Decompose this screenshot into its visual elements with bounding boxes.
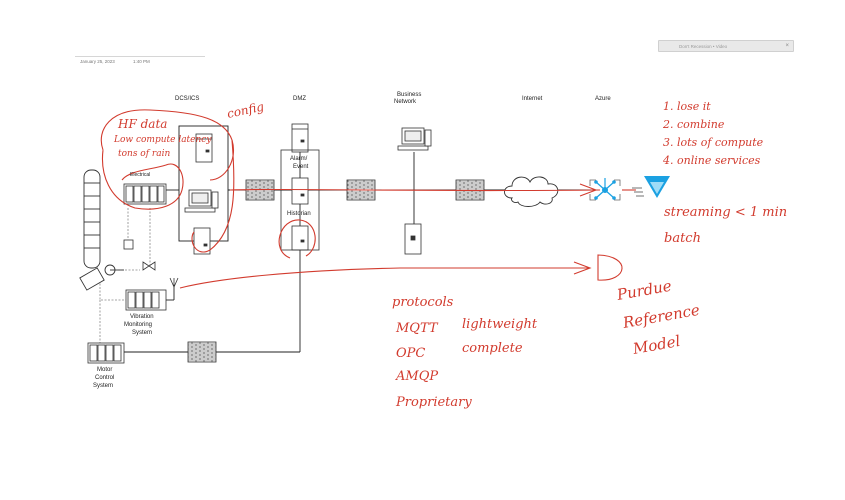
header-divider [75,56,205,57]
ink-tons-of-rain: tons of rain [118,149,170,159]
vibration-rack-icon [125,289,167,311]
motor-label-line: System [93,383,113,389]
alarm-event-label: Alarm/ Event [290,156,309,170]
transmitter-icon [123,239,156,271]
ink-list-2: 2. combine [662,118,725,131]
motor-label: Motor Control System [93,367,116,389]
zone-business-label-line: Business [397,92,421,98]
zone-azure-label: Azure [595,96,611,102]
business-workstation-icon [397,127,432,151]
ink-purdue-3: Model [631,332,682,358]
dcs-historian-icon [193,227,211,255]
note-date: January 25, 2023 [80,59,115,64]
ink-lightweight: lightweight [462,317,538,332]
azure-stream-analytics-icon [632,176,670,198]
ink-purdue-2: Reference [621,301,702,332]
alarm-event-label-line: Alarm/ [290,156,308,162]
ink-mqtt: MQTT [395,321,439,336]
business-server-icon [404,223,422,255]
historian-server-icon [291,225,309,251]
ink-protocols: protocols [392,295,454,310]
ink-streaming: streaming < 1 min [664,205,787,220]
alarm-event-label-line: Event [293,164,309,170]
plc-rack-icon [123,183,167,205]
toolbar-label: Don't Recession • Video [679,43,728,49]
ink-list-4: 4. online services [662,154,761,167]
alarm-server-icon [291,123,309,153]
firewall-icon [187,341,217,363]
zone-business-label: Business Network [394,92,423,105]
ink-purdue-1: Purdue [615,277,673,304]
ink-amqp: AMQP [395,369,438,384]
alarm-server-2-icon [291,177,309,205]
ink-hf-data: HF data [117,117,167,131]
motor-rack-icon [87,342,125,364]
recording-toolbar[interactable]: Don't Recession • Video × [658,40,794,52]
vibration-label-line: Vibration [130,314,154,320]
plc-label: Electrical [130,172,150,178]
vibration-label-line: Monitoring [124,322,152,328]
ink-list-1: 1. lose it [663,100,711,113]
azure-iot-hub-icon [589,178,621,201]
ink-batch: batch [664,231,701,246]
dmz-box [280,149,320,251]
motor-label-line: Control [95,375,114,381]
ink-config: config [226,99,266,121]
dcs-workstation-icon [184,189,219,213]
zone-dcs-label: DCS/ICS [175,96,199,102]
note-time: 1:40 PM [133,59,150,64]
antenna-icon [169,277,179,288]
historian-label: Historian [287,211,311,217]
ink-proprietary: Proprietary [395,395,472,410]
vessel-icon [83,169,101,269]
ink-opc: OPC [396,346,425,361]
ink-complete: complete [462,341,523,356]
zone-dmz-label: DMZ [293,96,306,102]
internet-cloud-icon [504,176,559,207]
close-icon[interactable]: × [785,43,789,49]
ink-list-3: 3. lots of compute [663,136,764,149]
dcs-server-icon [195,133,213,163]
vibration-label-line: System [132,330,152,336]
zone-business-label-line: Network [394,99,417,105]
ink-low-latency: Low compute latency [113,135,212,145]
ink-strokes [100,109,636,289]
vibration-label: Vibration Monitoring System [124,314,155,336]
zone-internet-label: Internet [522,96,543,102]
motor-label-line: Motor [97,367,112,373]
pump-icon [79,264,124,291]
